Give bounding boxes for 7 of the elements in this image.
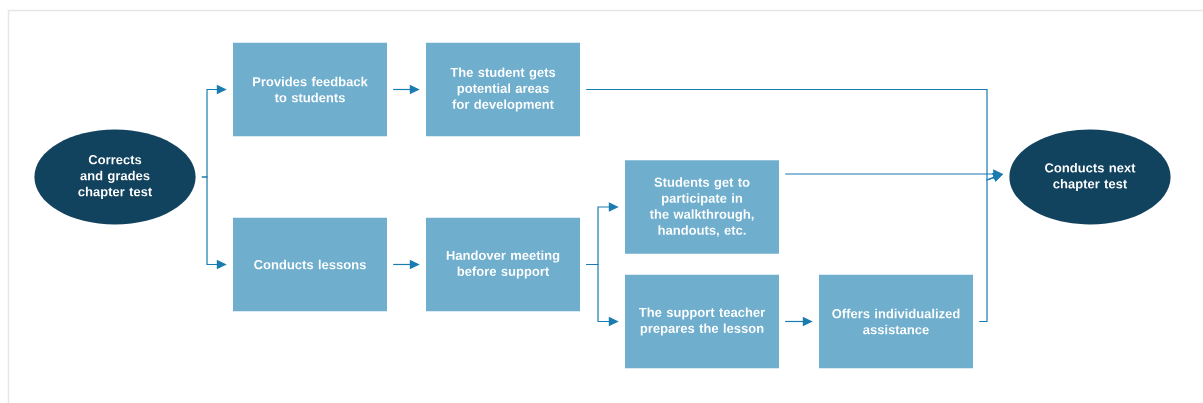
process-box: Students get to participate in the walkthrough, handouts, etc.	[625, 160, 779, 254]
process-box: The support teacher prepares the lesson	[625, 274, 779, 369]
process-box: Offers individualized assistance	[819, 274, 973, 369]
process-box: Provides feedback to students	[233, 42, 387, 137]
process-box: Handover meeting before support	[426, 217, 580, 312]
process-box: The student gets potential areas for development	[426, 42, 580, 137]
process-box: Conducts lessons	[233, 217, 387, 312]
